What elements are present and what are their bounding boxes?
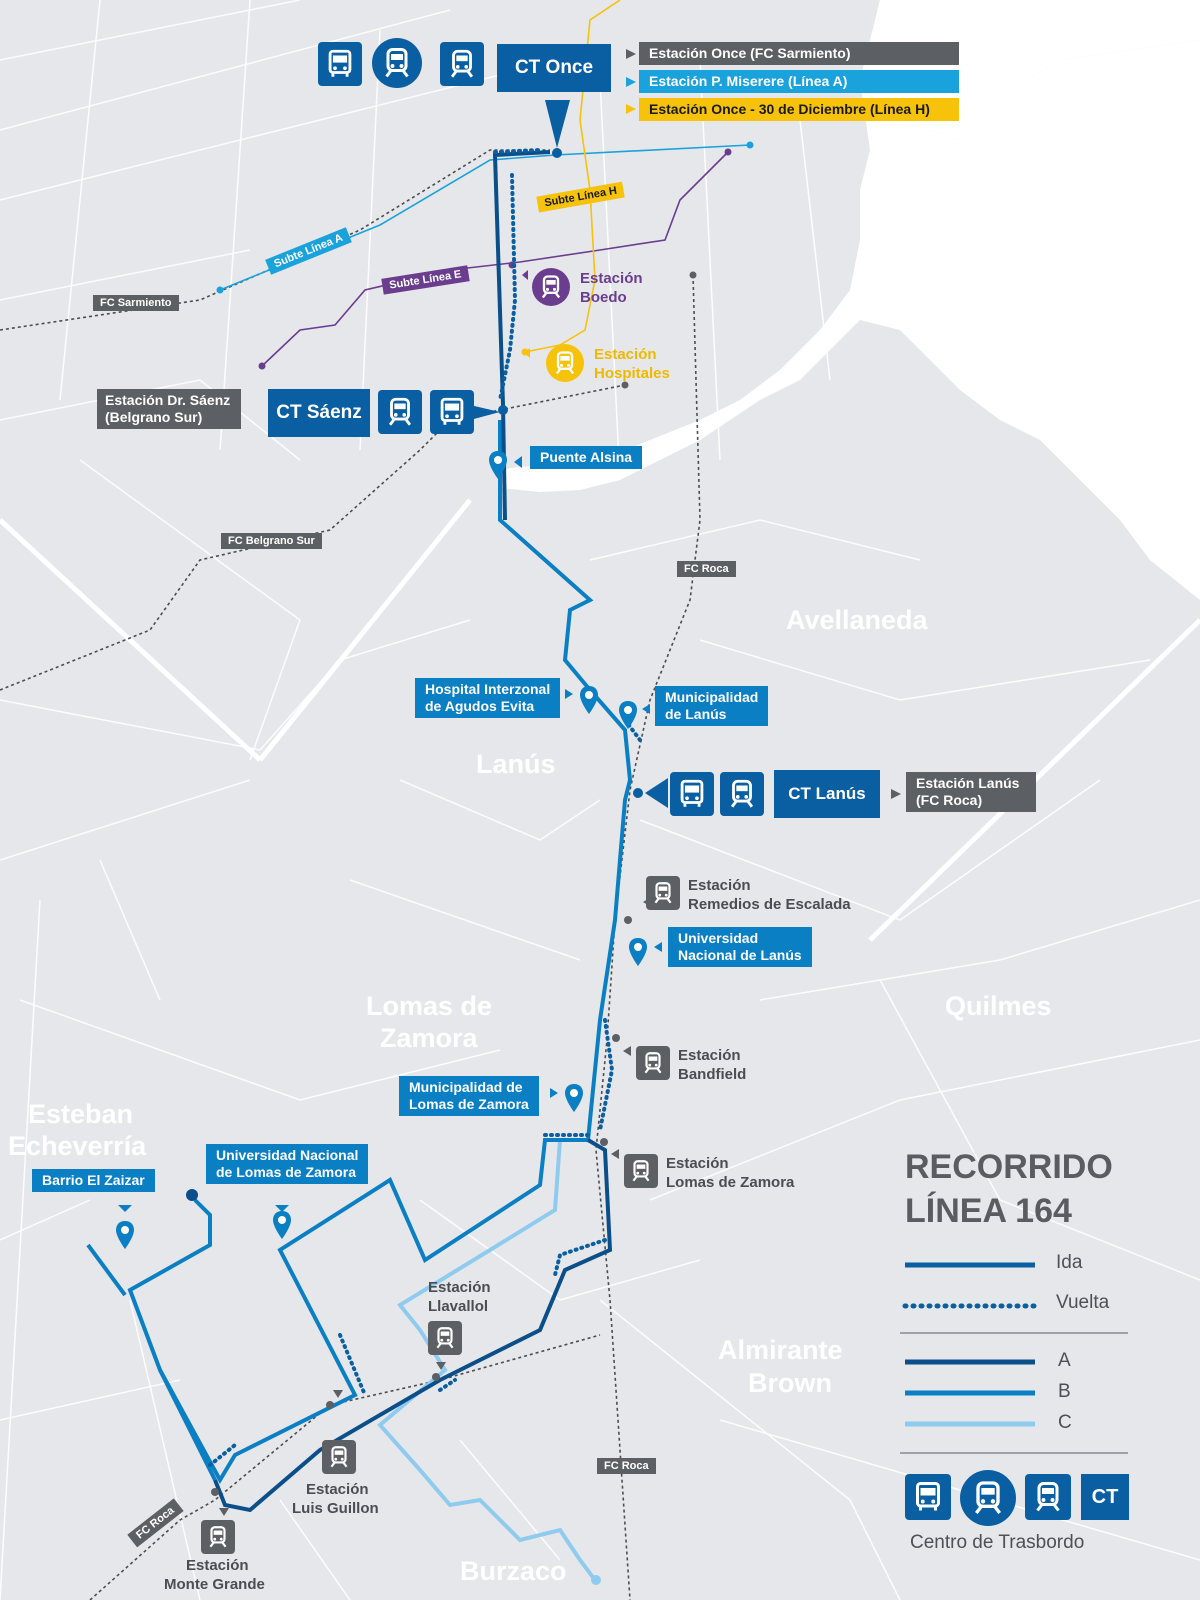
subway-icon — [546, 344, 584, 382]
stop-universidad-lomas-line2: de Lomas de Zamora — [216, 1164, 357, 1180]
station-remedios-line1: Estación — [688, 877, 751, 894]
station-remedios-line2: Remedios de Escalada — [688, 896, 851, 913]
bus-icon — [318, 42, 362, 86]
station-guillon-line2: Luis Guillon — [292, 1500, 379, 1517]
station-hospitales-line2: Hospitales — [594, 365, 670, 382]
rail-tag-sarmiento: FC Sarmiento — [93, 295, 179, 311]
stop-municipalidad-lomas-line2: Lomas de Zamora — [409, 1096, 529, 1112]
legend-title-line1: RECORRIDO — [905, 1148, 1113, 1186]
ct-once-label: CT Once — [497, 44, 611, 92]
area-lomas-line2: Zamora — [380, 1023, 478, 1053]
bus-icon — [670, 772, 714, 816]
station-boedo-line1: Estación — [580, 270, 643, 287]
station-lanus-line2: (FC Roca) — [916, 792, 983, 808]
area-lomas-line1: Lomas de — [366, 991, 493, 1021]
stop-puente-alsina: Puente Alsina — [530, 446, 643, 469]
stop-universidad-lanus-line2: Nacional de Lanús — [678, 947, 802, 963]
legend-route-c: C — [1058, 1412, 1072, 1433]
subway-icon — [372, 38, 422, 88]
station-saenz-line2: (Belgrano Sur) — [105, 409, 203, 425]
once-connection-sarmiento: Estación Once (FC Sarmiento) — [639, 42, 959, 65]
stop-municipalidad-lomas-line1: Municipalidad de — [409, 1079, 523, 1095]
area-avellaneda: Avellaneda — [786, 605, 928, 635]
area-almirante-line1: Almirante — [718, 1335, 843, 1365]
area-burzaco: Burzaco — [460, 1556, 567, 1586]
stop-universidad-lanus: Universidad Nacional de Lanús — [668, 927, 812, 967]
stop-pin-icon — [580, 686, 598, 714]
station-bandfield-line2: Bandfield — [678, 1066, 747, 1083]
stop-hospital-evita-line2: de Agudos Evita — [425, 698, 535, 714]
legend-ct-caption: Centro de Trasbordo — [910, 1532, 1085, 1553]
train-icon — [624, 1154, 658, 1188]
station-lomas-line2: Lomas de Zamora — [666, 1174, 795, 1191]
train-icon — [646, 876, 680, 910]
stop-hospital-evita: Hospital Interzonal de Agudos Evita — [415, 678, 561, 718]
train-icon — [322, 1440, 356, 1474]
stop-hospital-evita-line1: Hospital Interzonal — [425, 681, 551, 697]
stop-municipalidad-lanus-line2: de Lanús — [665, 706, 727, 722]
rail-tag-belgrano-sur: FC Belgrano Sur — [221, 533, 322, 549]
stop-pin-icon — [116, 1221, 134, 1249]
train-icon — [720, 772, 764, 816]
station-saenz-label: Estación Dr. Sáenz (Belgrano Sur) — [97, 389, 241, 429]
subway-icon — [960, 1470, 1016, 1526]
train-icon — [428, 1321, 462, 1355]
station-monte-grande-line2: Monte Grande — [164, 1576, 265, 1593]
station-saenz-line1: Estación Dr. Sáenz — [105, 392, 231, 408]
once-connection-linea-h: Estación Once - 30 de Diciembre (Línea H… — [639, 98, 959, 121]
train-icon — [1025, 1474, 1071, 1520]
legend-route-b: B — [1058, 1381, 1071, 1402]
legend-route-a: A — [1058, 1350, 1071, 1371]
bus-icon — [905, 1474, 951, 1520]
area-esteban-line1: Esteban — [28, 1099, 134, 1129]
ct-saenz-label: CT Sáenz — [268, 389, 370, 437]
legend-title: RECORRIDO LÍNEA 164 — [905, 1145, 1113, 1233]
stop-municipalidad-lanus: Municipalidad de Lanús — [655, 686, 769, 726]
stop-pin-icon — [273, 1211, 291, 1239]
stop-municipalidad-lomas: Municipalidad de Lomas de Zamora — [399, 1076, 539, 1116]
stop-pin-icon — [565, 1084, 583, 1112]
legend-ct-badge: CT — [1081, 1474, 1129, 1520]
legend-title-line2: LÍNEA 164 — [905, 1192, 1072, 1230]
legend-vuelta: Vuelta — [1056, 1292, 1110, 1313]
legend-ida: Ida — [1056, 1252, 1083, 1273]
stop-universidad-lomas: Universidad Nacional de Lomas de Zamora — [206, 1144, 369, 1184]
train-icon — [440, 42, 484, 86]
station-lomas-line1: Estación — [666, 1155, 729, 1172]
bus-icon — [430, 390, 474, 434]
once-connection-linea-a: Estación P. Miserere (Línea A) — [639, 70, 959, 93]
stop-municipalidad-lanus-line1: Municipalidad — [665, 689, 759, 705]
area-lanus: Lanús — [476, 749, 556, 779]
station-hospitales-line1: Estación — [594, 346, 657, 363]
stop-universidad-lomas-line1: Universidad Nacional — [216, 1147, 359, 1163]
station-monte-grande-line1: Estación — [186, 1557, 249, 1574]
station-bandfield-line1: Estación — [678, 1047, 741, 1064]
stop-barrio-el-zaizar: Barrio El Zaizar — [32, 1169, 155, 1192]
area-almirante-line2: Brown — [748, 1368, 832, 1398]
train-icon — [636, 1046, 670, 1080]
stop-universidad-lanus-line1: Universidad — [678, 930, 759, 946]
area-esteban-line2: Echeverría — [8, 1131, 147, 1161]
station-llavallol-line2: Llavallol — [428, 1298, 489, 1315]
station-lanus-line1: Estación Lanús — [916, 775, 1020, 791]
area-quilmes: Quilmes — [945, 991, 1052, 1021]
station-boedo-line2: Boedo — [580, 289, 627, 306]
stop-pin-icon — [629, 938, 647, 966]
subway-icon — [532, 268, 570, 306]
station-guillon-line1: Estación — [306, 1481, 369, 1498]
ct-lanus-label: CT Lanús — [774, 770, 880, 818]
train-icon — [201, 1520, 235, 1554]
station-llavallol-line1: Estación — [428, 1279, 491, 1296]
station-lanus-label: Estación Lanús (FC Roca) — [906, 772, 1036, 812]
rail-tag-roca: FC Roca — [677, 561, 736, 577]
rail-tag-roca: FC Roca — [597, 1458, 656, 1474]
train-icon — [378, 390, 422, 434]
